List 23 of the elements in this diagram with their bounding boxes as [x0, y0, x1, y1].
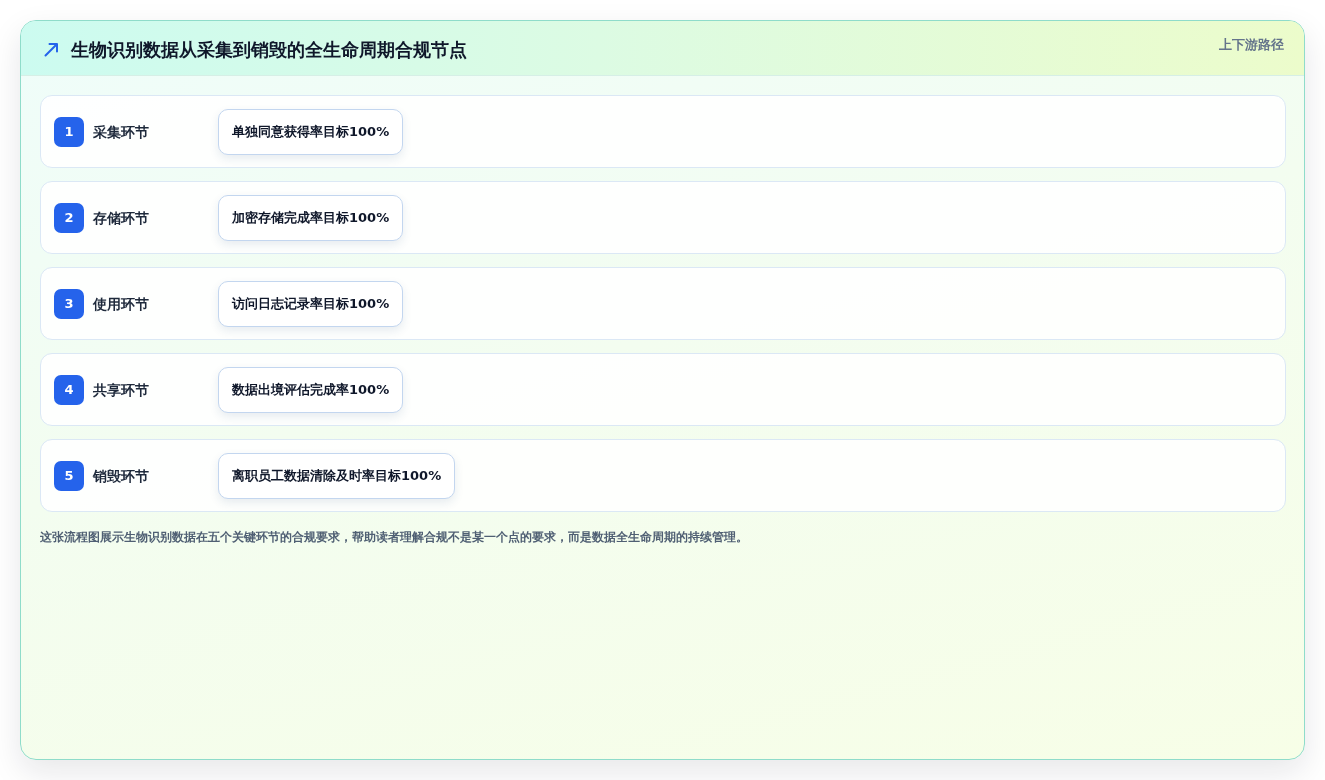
metric-tag: 单独同意获得率目标100% — [218, 109, 404, 155]
stage-row-card — [40, 95, 1286, 168]
stage-row-card — [40, 181, 1286, 254]
metric-tag: 数据出境评估完成率100% — [218, 367, 404, 413]
stage-name: 使用环节 — [93, 295, 149, 314]
step-number-badge: 5 — [54, 461, 84, 491]
metric-tag: 离职员工数据清除及时率目标100% — [218, 453, 456, 499]
step-number-badge: 3 — [54, 289, 84, 319]
stage-row-card — [40, 267, 1286, 340]
stage-name: 销毁环节 — [93, 467, 149, 486]
step-number-badge: 1 — [54, 117, 84, 147]
stage-row-card — [40, 439, 1286, 512]
metric-tag: 加密存储完成率目标100% — [218, 195, 404, 241]
diagram-title: 生物识别数据从采集到销毁的全生命周期合规节点 — [71, 38, 467, 62]
caption-text: 这张流程图展示生物识别数据在五个关键环节的合规要求，帮助读者理解合规不是某一个点的要求，而是数据全生命周期的持续管理。 — [40, 529, 748, 546]
stage-name: 共享环节 — [93, 381, 149, 400]
stage-row-card — [40, 353, 1286, 426]
header-note: 上下游路径 — [1219, 36, 1284, 54]
metric-tag: 访问日志记录率目标100% — [218, 281, 404, 327]
step-number-badge: 4 — [54, 375, 84, 405]
stage-name: 采集环节 — [93, 123, 149, 142]
stage-name: 存储环节 — [93, 209, 149, 228]
step-number-badge: 2 — [54, 203, 84, 233]
